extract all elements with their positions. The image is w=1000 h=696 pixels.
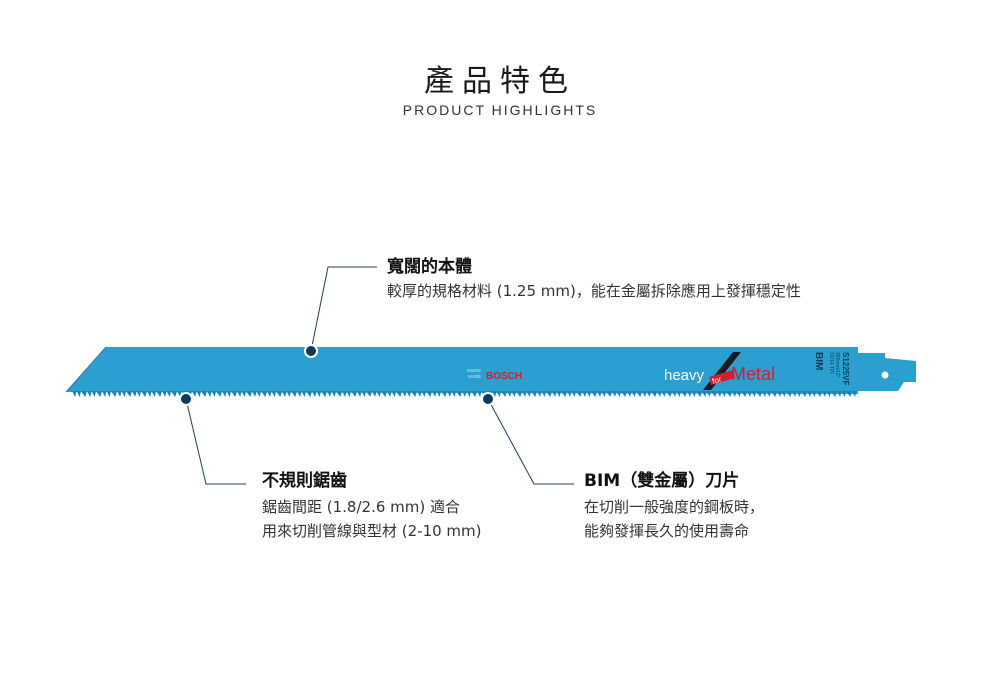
- callout-bim-blade: BIM（雙金屬）刀片 在切削一般強度的鋼板時， 能夠發揮長久的使用壽命: [584, 470, 764, 543]
- leader-line-bim: [487, 398, 574, 485]
- logo-for-text: for: [711, 375, 723, 386]
- leader-line-teeth: [185, 398, 246, 485]
- blade-teeth: [72, 391, 858, 397]
- leader-line-body: [310, 266, 377, 352]
- blade-size-text: 300mm/12": [834, 352, 840, 378]
- page-title: 產品特色: [424, 64, 576, 99]
- saw-blade: SWISS MADE BOSCH heavy for Metal S1225VF…: [65, 346, 916, 397]
- callout-dot-bim: [481, 392, 495, 406]
- callout-dot-teeth: [179, 392, 193, 406]
- logo-metal-text: Metal: [731, 364, 775, 384]
- blade-code-text: S1225VF: [841, 352, 850, 385]
- callout-description-line-1: 鋸齒間距 (1.8/2.6 mm) 適合: [262, 498, 460, 516]
- callout-description-line-2: 用來切削管線與型材 (2-10 mm): [262, 522, 482, 540]
- brand-logo-text: BOSCH: [486, 371, 522, 382]
- callout-description-line-2: 能夠發揮長久的使用壽命: [584, 522, 750, 540]
- blade-material-text: BIM: [813, 352, 824, 370]
- callout-dot-body: [304, 344, 318, 358]
- callout-heading: 寬闊的本體: [387, 257, 472, 277]
- brand-swiss-text: SWISS: [466, 368, 481, 373]
- brand-made-text: MADE: [468, 374, 481, 379]
- tang-hole: [881, 371, 889, 379]
- blade-body: [66, 347, 916, 394]
- callout-heading: BIM（雙金屬）刀片: [584, 471, 740, 491]
- logo-heavy-text: heavy: [664, 367, 705, 384]
- page-subtitle: PRODUCT HIGHLIGHTS: [402, 102, 598, 118]
- callout-description: 較厚的規格材料 (1.25 mm)，能在金屬拆除應用上發揮穩定性: [387, 282, 801, 300]
- blade-tpi-text: 10/14 TPI: [828, 352, 834, 374]
- callout-description-line-1: 在切削一般強度的鋼板時，: [584, 498, 765, 516]
- logo-for-badge: [709, 370, 735, 385]
- callout-heading: 不規則鋸齒: [262, 471, 347, 491]
- callout-wide-body: 寬闊的本體 較厚的規格材料 (1.25 mm)，能在金屬拆除應用上發揮穩定性: [387, 256, 801, 303]
- blade-tang-notch: [898, 382, 916, 391]
- callout-irregular-teeth: 不規則鋸齒 鋸齒間距 (1.8/2.6 mm) 適合 用來切削管線與型材 (2-…: [262, 470, 482, 543]
